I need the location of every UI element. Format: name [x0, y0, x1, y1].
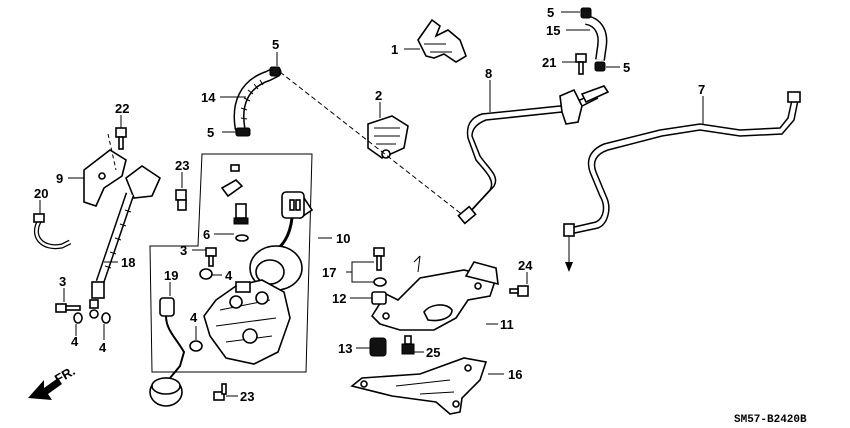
callout-5a: 5 — [272, 37, 279, 52]
callout-12: 12 — [332, 291, 346, 306]
washer-4-box-b — [189, 340, 203, 352]
callout-5d: 5 — [623, 60, 630, 75]
callout-4b: 4 — [99, 340, 107, 355]
part-9-bracket — [83, 149, 127, 207]
mount-13 — [369, 337, 387, 357]
callout-9: 9 — [56, 171, 63, 186]
part-19-sensor — [149, 297, 186, 407]
part-14-hose — [233, 66, 282, 134]
part-10-pump — [203, 191, 314, 365]
bolt-17 — [373, 247, 387, 287]
clamp-5-lower-right — [594, 61, 606, 72]
callout-8: 8 — [485, 66, 492, 81]
callout-5c: 5 — [547, 5, 554, 20]
callout-22: 22 — [115, 101, 129, 116]
callout-4a: 4 — [71, 334, 79, 349]
callout-13: 13 — [338, 341, 352, 356]
bolt-24 — [509, 285, 529, 297]
callout-23a: 23 — [175, 158, 189, 173]
diagram-reference-code: SM57-B2420B — [734, 414, 807, 426]
bolt-23-bottom — [213, 383, 227, 401]
clamp-5-bottom — [235, 127, 251, 137]
part-15-hose — [584, 15, 608, 61]
clamp-5-upper-right — [580, 7, 592, 19]
washer-4-left-b — [101, 312, 111, 324]
callout-4c: 4 — [225, 268, 233, 283]
callout-4d: 4 — [190, 310, 198, 325]
part-11-bracket — [370, 255, 499, 331]
part-6-valve — [220, 164, 249, 242]
washer-4-box-a — [199, 268, 213, 280]
bolt-3-left — [55, 303, 81, 313]
part-7-pipe — [563, 91, 801, 272]
callout-15: 15 — [546, 23, 560, 38]
bushing-12 — [371, 291, 387, 305]
washer-4-left-a — [73, 312, 83, 324]
bolt-21 — [575, 53, 587, 75]
callout-17: 17 — [322, 265, 336, 280]
bolt-22 — [115, 127, 127, 150]
callout-6: 6 — [203, 227, 210, 242]
part-2-switch — [367, 115, 409, 159]
callout-18: 18 — [121, 255, 135, 270]
callout-20: 20 — [34, 186, 48, 201]
callout-23b: 23 — [240, 389, 254, 404]
part-1-clip — [417, 18, 467, 63]
callout-25: 25 — [426, 345, 440, 360]
callout-3a: 3 — [59, 274, 66, 289]
bolt-3-box — [205, 247, 217, 267]
part-16-bracket — [350, 357, 488, 415]
part-8-pipe — [457, 85, 610, 225]
callout-16: 16 — [508, 367, 522, 382]
callout-5b: 5 — [207, 125, 214, 140]
front-direction-arrow: FR. — [28, 363, 78, 400]
callout-21: 21 — [542, 55, 556, 70]
callout-1: 1 — [391, 42, 398, 57]
part-18-hose — [89, 165, 162, 319]
callout-2: 2 — [375, 88, 382, 103]
clip-20 — [33, 213, 72, 250]
callout-3b: 3 — [180, 243, 187, 258]
bolt-23-top — [175, 189, 187, 211]
callout-11: 11 — [500, 317, 514, 332]
callout-10: 10 — [336, 231, 350, 246]
callout-14: 14 — [201, 90, 216, 105]
bolt-25 — [401, 335, 415, 355]
callout-24: 24 — [518, 258, 533, 273]
callout-19: 19 — [164, 268, 178, 283]
clamp-5-top — [269, 66, 281, 77]
callout-7: 7 — [698, 82, 705, 97]
